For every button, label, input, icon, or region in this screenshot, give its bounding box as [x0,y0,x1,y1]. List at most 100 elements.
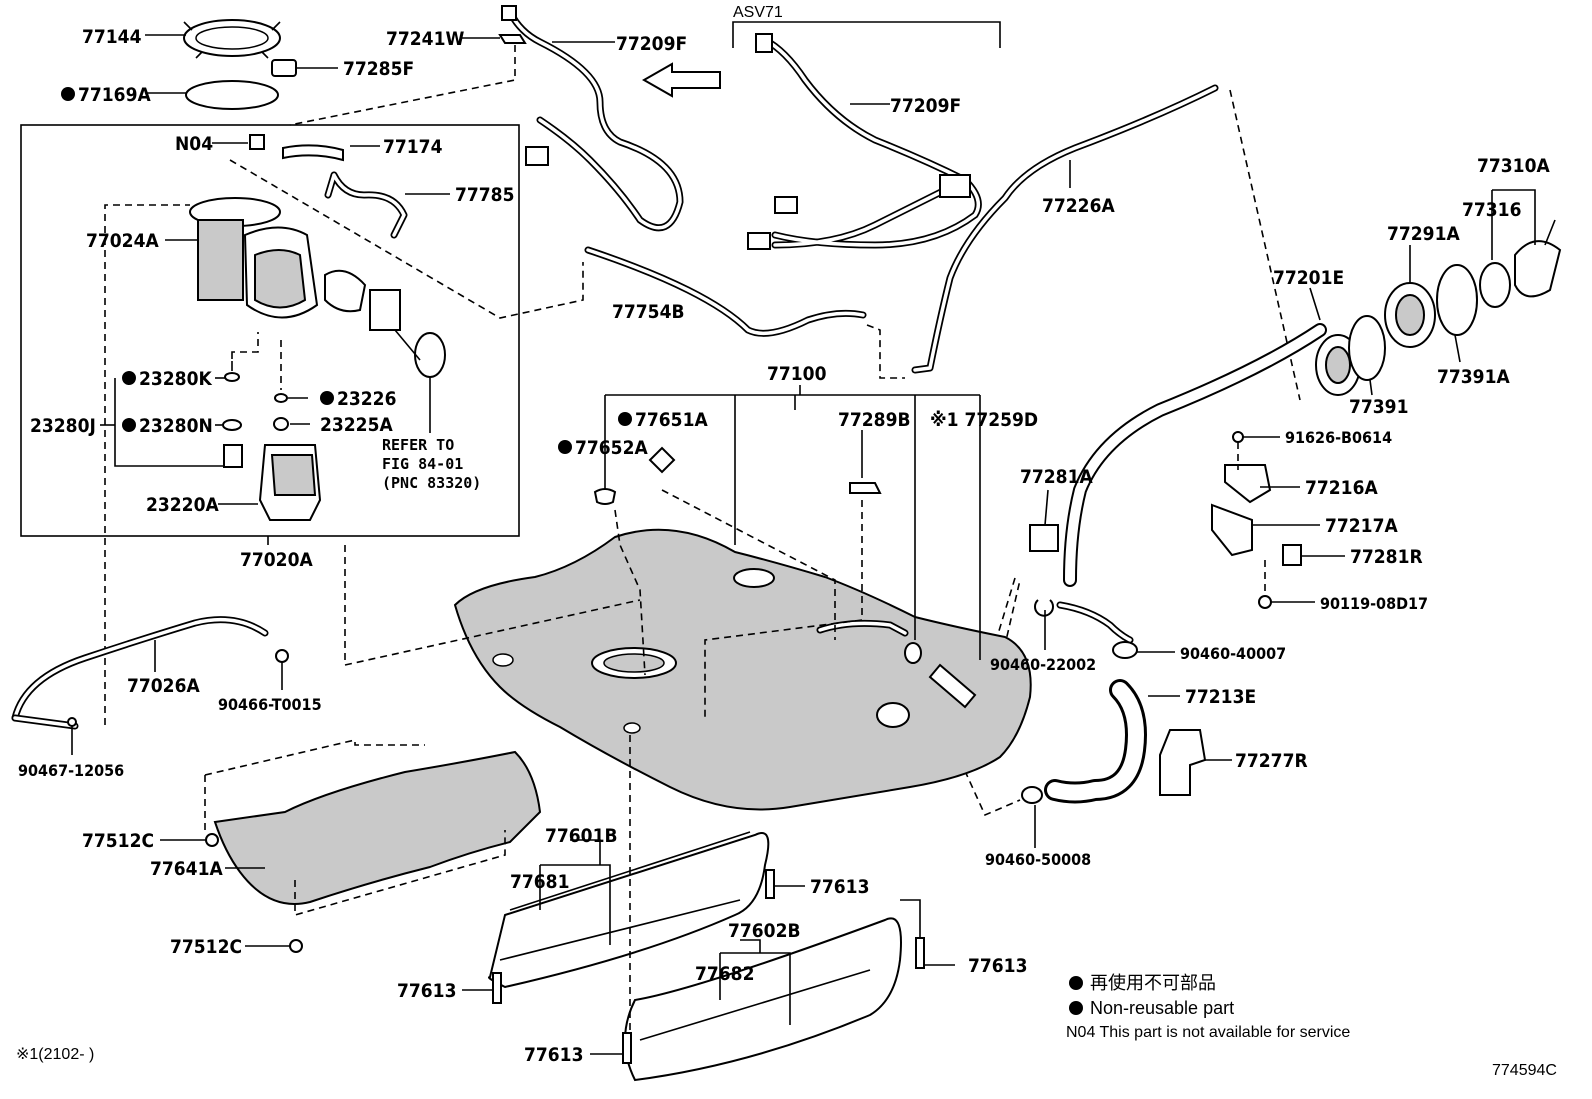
clip-90467 [67,717,77,727]
retainer-ring-part [183,19,281,59]
clamp-90460-50008 [1021,786,1043,804]
protector-77641a [213,750,542,905]
filler-neck-77201e [1063,323,1361,587]
clamp-90460-22002 [1034,599,1054,617]
label-77259d: ※1 77259D [930,409,1038,431]
label-77209f-right: 77209F [890,95,961,117]
gasket-77391 [1348,315,1386,381]
fuel-cap-77310a [1514,240,1562,298]
label-77216a: 77216A [1305,477,1378,499]
grommet-77652a [593,488,617,505]
label-77281r: 77281R [1350,546,1423,568]
bolt-77613-2 [915,937,955,969]
label-90460-22002: 90460-22002 [990,655,1096,674]
label-77613-4: 77613 [524,1044,583,1066]
washer-77512c-bottom [289,939,303,953]
connector-77281a [1029,524,1059,552]
label-77641a: 77641A [150,858,223,880]
label-asv71: ASV71 [733,4,783,21]
label-77316: 77316 [1462,199,1521,221]
label-77024a: 77024A [86,230,159,252]
label-77144: 77144 [82,26,142,48]
pad-77651a [648,446,676,474]
label-77681: 77681 [510,871,569,893]
bolt-91626 [1232,431,1244,443]
label-77026a: 77026A [127,675,200,697]
legend-dot [1069,976,1083,990]
label-77512c-top: 77512C [82,830,154,852]
washer-77512c-top [205,833,219,847]
label-90466-t0015: 90466-T0015 [218,695,322,714]
bolt-77613-1 [765,869,805,899]
label-23226: 23226 [337,388,396,410]
fuel-tube-77026a [11,616,269,730]
non-reusable-dot [618,412,632,426]
clip-77289b [849,482,882,494]
label-77285f: 77285F [343,58,414,80]
label-77020a: 77020A [240,549,313,571]
band-part-77174 [282,144,344,162]
label-77281a: 77281A [1020,466,1093,488]
label-77391a: 77391A [1437,366,1510,388]
label-77289b: 77289B [838,409,911,431]
label-23225a: 23225A [320,414,393,436]
fuel-pump-assembly-frame [20,124,520,537]
label-77602b: 77602B [728,920,801,942]
clip-n04-part [249,134,265,150]
label-77174: 77174 [383,136,443,158]
label-77201e: 77201E [1273,267,1344,289]
legend-dot [1069,1001,1083,1015]
filler-hose-77213e [1044,679,1147,804]
label-77754b: 77754B [612,301,685,323]
label-90467-12056: 90467-12056 [18,761,124,780]
fuel-hose-77209f-right [747,33,982,250]
label-77291a: 77291A [1387,223,1460,245]
label-77217a: 77217A [1325,515,1398,537]
bracket-77241w [498,34,527,44]
label-77613-3: 77613 [397,980,456,1002]
label-n04: N04 [175,133,213,155]
figure-number: 774594C [1492,1062,1557,1079]
bracket-77217a [1211,503,1253,557]
label-77100: 77100 [767,363,827,385]
clamp-90460-40007 [1112,641,1138,659]
fuel-tube-77226a [911,84,1219,374]
label-77391: 77391 [1349,396,1408,418]
non-reusable-dot [122,371,136,385]
label-77277r: 77277R [1235,750,1308,772]
gasket-77391a [1436,264,1478,336]
non-reusable-dot [61,87,75,101]
label-77209f-left: 77209F [616,33,687,55]
refer-note-line1: REFER TO [382,436,454,454]
label-77241w: 77241W [386,28,464,50]
legend: 再使用不可部品 Non-reusable part N04 This part … [1066,973,1350,1041]
clamp-90466 [275,649,289,663]
bracket-77216a [1224,464,1272,504]
label-77213e: 77213E [1185,686,1256,708]
refer-note-line3: (PNC 83320) [382,474,481,492]
label-77785: 77785 [455,184,514,206]
vent-tube-77259d [928,663,977,709]
label-77169a: 77169A [78,84,151,106]
fuel-filter-stack-part [222,372,322,521]
connector-77281r [1282,544,1302,566]
label-77613-2: 77613 [968,955,1027,977]
legend-n04-note: N04 This part is not available for servi… [1066,1024,1350,1041]
non-reusable-dot [122,418,136,432]
label-77601b: 77601B [545,825,618,847]
bolt-90119 [1258,595,1272,609]
label-77613-1: 77613 [810,876,869,898]
bolt-77613-3 [462,972,502,1004]
direction-arrow [641,62,721,98]
legend-non-reusable: Non-reusable part [1090,998,1234,1018]
label-77226a: 77226A [1042,195,1115,217]
label-90460-40007: 90460-40007 [1180,644,1286,663]
non-reusable-dot [558,440,572,454]
label-91626-b0614: 91626-B0614 [1285,428,1392,447]
label-77651a: 77651A [635,409,708,431]
label-23280k: 23280K [139,368,212,390]
label-77682: 77682 [695,963,754,985]
footnote-range: ※1(2102- ) [16,1046,94,1063]
label-77512c-bottom: 77512C [170,936,242,958]
